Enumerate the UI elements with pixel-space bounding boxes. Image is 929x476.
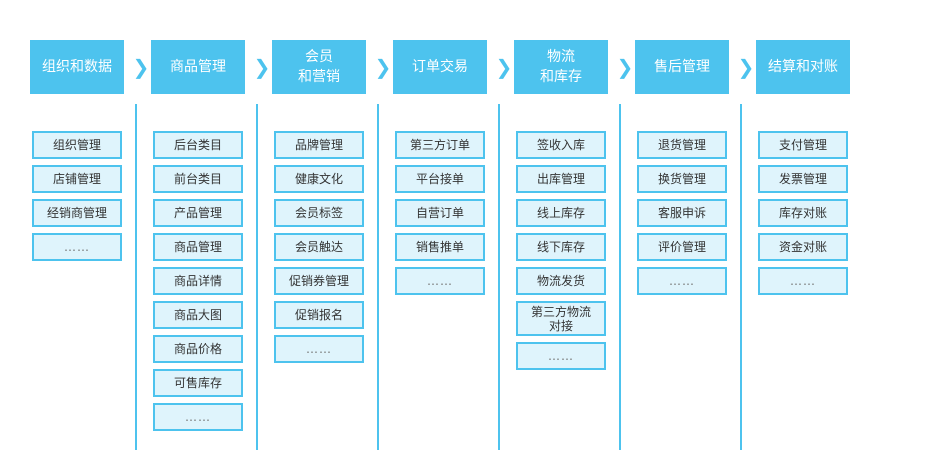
column-header: 物流 和库存 [514, 40, 608, 94]
list-item: 客服申诉 [637, 199, 727, 227]
list-item: 促销券管理 [274, 267, 364, 295]
list-item: 后台类目 [153, 131, 243, 159]
list-item: 商品价格 [153, 335, 243, 363]
list-item: 退货管理 [637, 131, 727, 159]
chevron-right-icon: ❯ [495, 55, 513, 79]
list-item: 平台接单 [395, 165, 485, 193]
column-divider [498, 104, 500, 450]
column-org-data: 组织和数据 ❯ 组织管理 店铺管理 经销商管理 …… [30, 0, 150, 476]
list-item: 店铺管理 [32, 165, 122, 193]
list-item: 线下库存 [516, 233, 606, 261]
column-divider [135, 104, 137, 450]
chevron-right-icon: ❯ [374, 55, 392, 79]
list-item: 第三方物流 对接 [516, 301, 606, 336]
column-divider [377, 104, 379, 450]
column-header: 商品管理 [151, 40, 245, 94]
column-product-management: 商品管理 ❯ 后台类目 前台类目 产品管理 商品管理 商品详情 商品大图 商品价… [151, 0, 271, 476]
list-item: 物流发货 [516, 267, 606, 295]
list-item: 签收入库 [516, 131, 606, 159]
list-item: 品牌管理 [274, 131, 364, 159]
chevron-right-icon: ❯ [132, 55, 150, 79]
list-item-more: …… [516, 342, 606, 370]
item-list: 支付管理 发票管理 库存对账 资金对账 …… [758, 131, 848, 301]
list-item: 出库管理 [516, 165, 606, 193]
list-item: 产品管理 [153, 199, 243, 227]
list-item: 资金对账 [758, 233, 848, 261]
list-item: 库存对账 [758, 199, 848, 227]
column-header: 订单交易 [393, 40, 487, 94]
list-item: 自营订单 [395, 199, 485, 227]
list-item: 发票管理 [758, 165, 848, 193]
chevron-right-icon: ❯ [737, 55, 755, 79]
item-list: 品牌管理 健康文化 会员标签 会员触达 促销券管理 促销报名 …… [274, 131, 364, 369]
column-member-marketing: 会员 和营销 ❯ 品牌管理 健康文化 会员标签 会员触达 促销券管理 促销报名 … [272, 0, 392, 476]
column-header: 售后管理 [635, 40, 729, 94]
list-item: 经销商管理 [32, 199, 122, 227]
column-header: 会员 和营销 [272, 40, 366, 94]
list-item: 组织管理 [32, 131, 122, 159]
list-item: 健康文化 [274, 165, 364, 193]
item-list: 退货管理 换货管理 客服申诉 评价管理 …… [637, 131, 727, 301]
list-item-more: …… [758, 267, 848, 295]
column-header: 组织和数据 [30, 40, 124, 94]
item-list: 第三方订单 平台接单 自营订单 销售推单 …… [395, 131, 485, 301]
list-item: 评价管理 [637, 233, 727, 261]
list-item-more: …… [153, 403, 243, 431]
list-item: 会员标签 [274, 199, 364, 227]
list-item-more: …… [637, 267, 727, 295]
list-item: 支付管理 [758, 131, 848, 159]
column-divider [740, 104, 742, 450]
item-list: 组织管理 店铺管理 经销商管理 …… [32, 131, 122, 267]
column-header: 结算和对账 [756, 40, 850, 94]
column-divider [256, 104, 258, 450]
chevron-right-icon: ❯ [253, 55, 271, 79]
item-list: 后台类目 前台类目 产品管理 商品管理 商品详情 商品大图 商品价格 可售库存 … [153, 131, 243, 437]
list-item: 会员触达 [274, 233, 364, 261]
chevron-right-icon: ❯ [616, 55, 634, 79]
list-item-more: …… [274, 335, 364, 363]
column-logistics-inventory: 物流 和库存 ❯ 签收入库 出库管理 线上库存 线下库存 物流发货 第三方物流 … [514, 0, 634, 476]
list-item: 线上库存 [516, 199, 606, 227]
column-settlement: 结算和对账 支付管理 发票管理 库存对账 资金对账 …… [756, 0, 876, 476]
list-item: 商品详情 [153, 267, 243, 295]
item-list: 签收入库 出库管理 线上库存 线下库存 物流发货 第三方物流 对接 …… [516, 131, 606, 376]
list-item: 商品管理 [153, 233, 243, 261]
list-item: 换货管理 [637, 165, 727, 193]
column-order-trading: 订单交易 ❯ 第三方订单 平台接单 自营订单 销售推单 …… [393, 0, 513, 476]
column-divider [619, 104, 621, 450]
list-item: 商品大图 [153, 301, 243, 329]
list-item: 销售推单 [395, 233, 485, 261]
list-item-more: …… [32, 233, 122, 261]
list-item: 促销报名 [274, 301, 364, 329]
list-item: 可售库存 [153, 369, 243, 397]
list-item: 前台类目 [153, 165, 243, 193]
list-item: 第三方订单 [395, 131, 485, 159]
list-item-more: …… [395, 267, 485, 295]
column-after-sales: 售后管理 ❯ 退货管理 换货管理 客服申诉 评价管理 …… [635, 0, 755, 476]
